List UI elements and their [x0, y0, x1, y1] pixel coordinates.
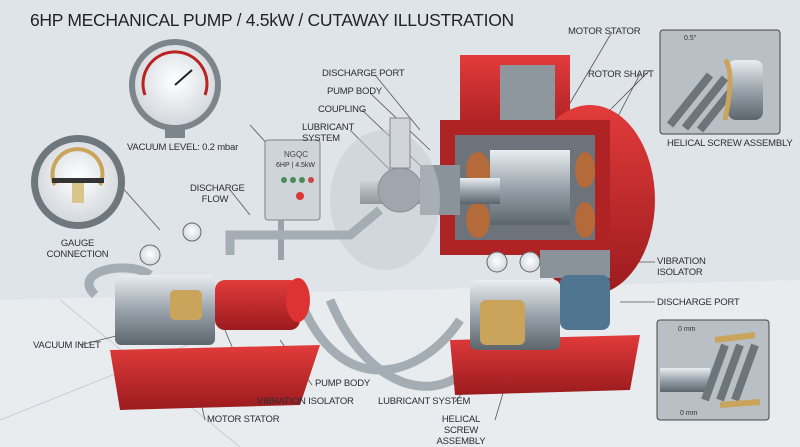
label-gauge-connection: GAUGE CONNECTION [46, 238, 109, 260]
label-coupling: COUPLING [318, 104, 367, 115]
inset-bottom-dimension-1: 0 mm [678, 326, 696, 333]
helical-screw-inset-bottom [656, 319, 770, 421]
right-pump [450, 251, 640, 395]
label-lubricant-system-bottom: LUBRICANT SYSTEM [378, 396, 471, 407]
label-vibration-isolator-bottom: VIBRATION ISOLATOR [257, 396, 354, 407]
label-vacuum-level: VACUUM LEVEL: 0.2 mbar [127, 142, 239, 153]
label-motor-stator-top: MOTOR STATOR [568, 26, 641, 37]
label-rotor-shaft: ROTOR SHAFT [588, 69, 654, 80]
main-motor-cutaway [330, 55, 655, 295]
label-lubricant-system-top: LUBRICANT SYSTEM [302, 122, 354, 144]
label-helical-screw-assembly-bottom: HELICAL SCREW ASSEMBLY [436, 414, 486, 447]
inset-top-dimension: 0.5" [684, 35, 697, 42]
control-box [264, 139, 321, 260]
label-pump-body-top: PUMP BODY [327, 86, 383, 97]
label-pump-body-bottom: PUMP BODY [315, 378, 371, 389]
left-pump [110, 222, 320, 410]
gauge-connection-icon [31, 135, 125, 229]
control-box-rating: 6HP | 4.5kW [276, 162, 316, 169]
label-discharge-port-right: DISCHARGE PORT [657, 297, 740, 308]
label-motor-stator-bottom: MOTOR STATOR [207, 414, 280, 425]
page-title: 6HP MECHANICAL PUMP / 4.5kW / CUTAWAY IL… [30, 10, 514, 30]
helical-screw-inset-top [659, 29, 781, 135]
label-discharge-flow: DISCHARGE FLOW [190, 183, 245, 205]
label-vacuum-inlet: VACUUM INLET [33, 340, 101, 351]
label-vibration-isolator-right: VIBRATION ISOLATOR [657, 256, 706, 278]
inset-bottom-dimension-2: 0 mm [680, 410, 698, 417]
label-discharge-port-top: DISCHARGE PORT [322, 68, 405, 79]
control-box-brand: NGQC [284, 150, 308, 159]
label-helical-screw-assembly-top: HELICAL SCREW ASSEMBLY [667, 138, 793, 149]
vacuum-gauge-icon [129, 39, 221, 138]
